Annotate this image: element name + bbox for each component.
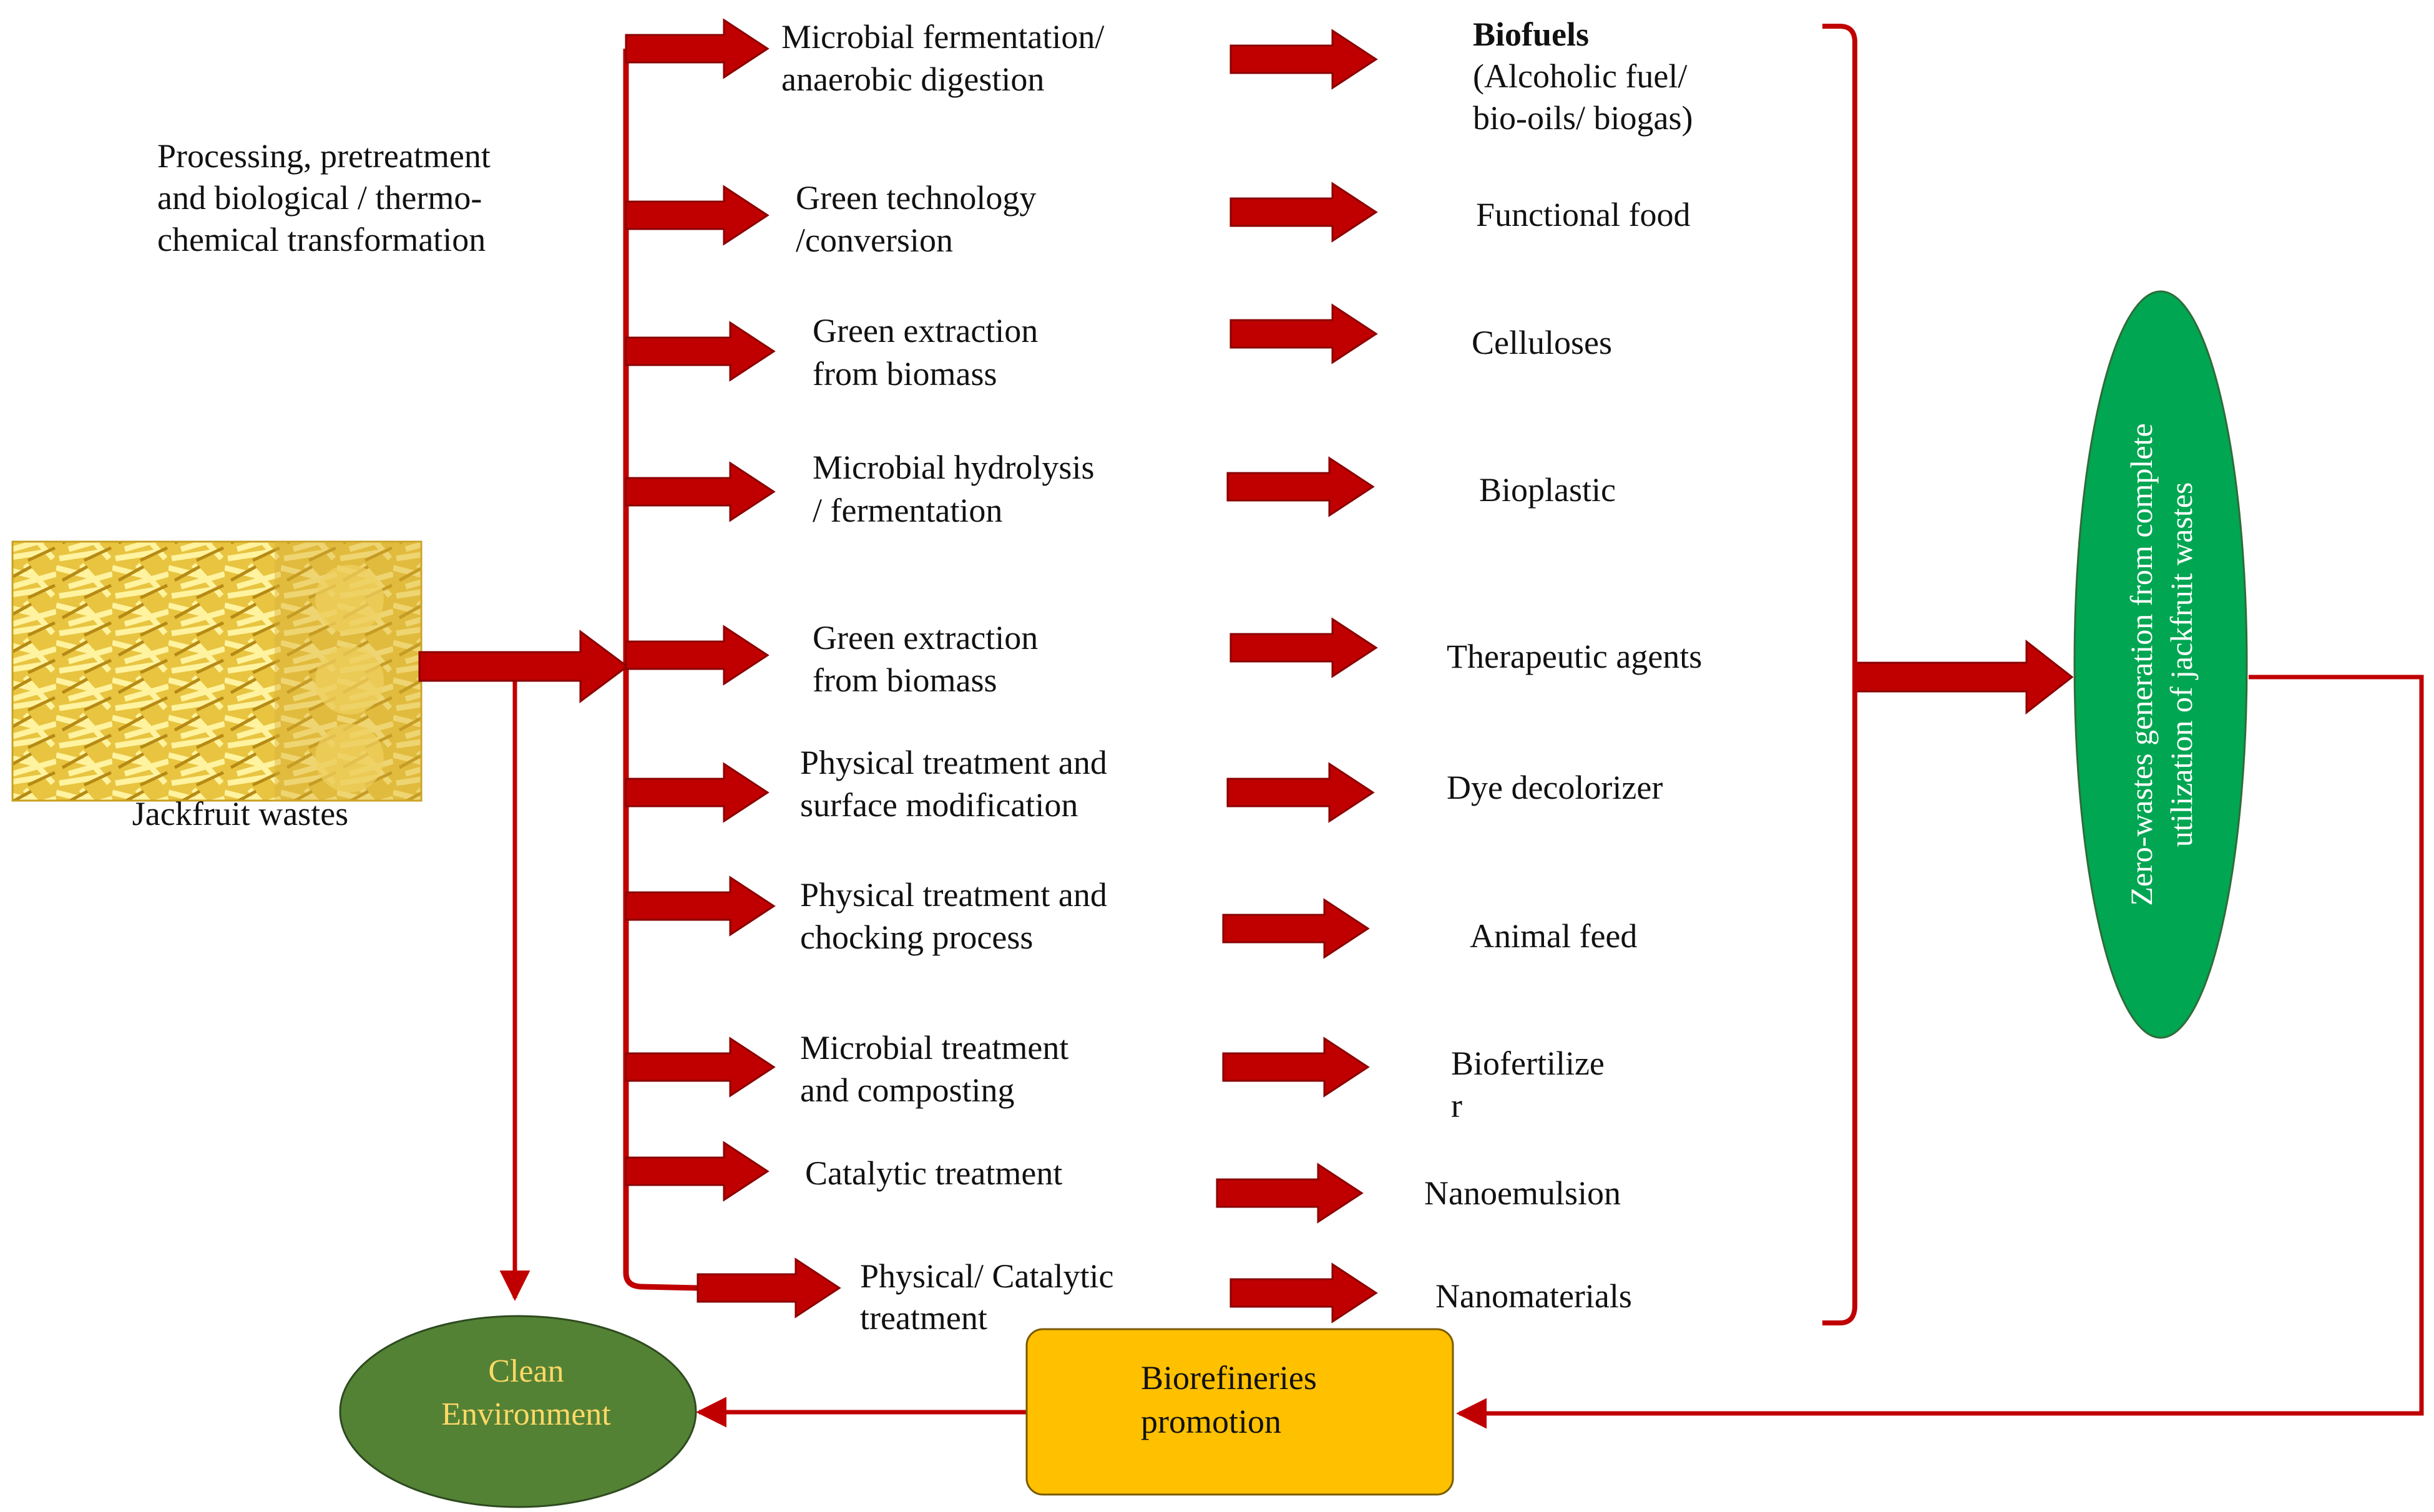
process-label-3-line-1: Green extraction [813, 312, 1038, 349]
process-header-line-1: Processing, pretreatment [157, 137, 491, 175]
process-arrow-9 [625, 1141, 770, 1202]
product-arrow-3 [1229, 303, 1378, 364]
clean-environment-line-2: Environment [441, 1397, 611, 1432]
clean-environment-line-1: Clean [488, 1353, 564, 1389]
process-label-6-line-2: surface modification [800, 786, 1078, 824]
process-header: Processing, pretreatment and biological … [157, 137, 491, 258]
process-arrow-10 [696, 1257, 841, 1319]
product-label-1-line-1: Biofuels [1473, 16, 1589, 53]
products-bracket [1822, 24, 1857, 1325]
biorefineries-line-2: promotion [1141, 1403, 1281, 1440]
product-arrow-9 [1216, 1163, 1364, 1224]
product-label-1-line-3: bio-oils/ biogas) [1473, 99, 1693, 137]
process-label-2-line-2: /conversion [796, 222, 953, 259]
product-label-4-line-1: Bioplastic [1479, 471, 1616, 509]
process-label-10-line-1: Physical/ Catalytic [860, 1257, 1113, 1295]
process-label-6-line-1: Physical treatment and [800, 744, 1107, 781]
zero-waste-ellipse: Zero-wastes generation from complete uti… [2073, 290, 2248, 1039]
process-label-4-line-2: / fermentation [813, 492, 1002, 529]
process-label-7-line-2: chocking process [800, 919, 1033, 956]
products-to-zero-waste-arrow [1854, 639, 2074, 715]
product-label-5-line-1: Therapeutic agents [1447, 638, 1702, 675]
product-label-10-line-1: Nanomaterials [1435, 1277, 1632, 1315]
process-label-5-line-2: from biomass [813, 661, 997, 699]
product-arrow-4 [1226, 456, 1375, 517]
process-arrow-5 [625, 625, 770, 686]
product-arrow-10 [1229, 1262, 1378, 1324]
biorefineries-box: Biorefineries promotion [1025, 1328, 1454, 1496]
process-label-8-line-2: and composting [800, 1071, 1014, 1109]
product-label-1-line-2: (Alcoholic fuel/ [1473, 57, 1687, 95]
clean-environment-oval: Clean Environment [339, 1315, 697, 1508]
product-arrow-2 [1229, 182, 1378, 243]
process-header-line-3: chemical transformation [157, 221, 486, 258]
product-arrow-5 [1229, 617, 1378, 678]
product-arrow-1 [1229, 29, 1378, 90]
process-label-3-line-2: from biomass [813, 355, 997, 393]
process-arrow-4 [625, 461, 776, 522]
process-product-rows: Microbial fermentation/anaerobic digesti… [625, 16, 1702, 1337]
zero-waste-line-1: Zero-wastes generation from complete [2124, 423, 2159, 905]
process-label-8-line-1: Microbial treatment [800, 1029, 1068, 1066]
process-arrow-3 [625, 321, 776, 382]
zero-waste-line-2: utilization of jackfruit wastes [2164, 482, 2199, 847]
product-arrow-7 [1222, 898, 1370, 959]
jackfruit-waste-image [11, 540, 423, 802]
process-label-5-line-1: Green extraction [813, 619, 1038, 656]
process-label-4-line-1: Microbial hydrolysis [813, 449, 1094, 486]
process-arrow-7 [625, 875, 776, 937]
connectors [499, 49, 2424, 1429]
process-label-10-line-2: treatment [860, 1299, 987, 1337]
product-arrow-8 [1222, 1036, 1370, 1098]
biorefineries-line-1: Biorefineries [1141, 1359, 1317, 1397]
process-arrow-8 [625, 1036, 776, 1098]
product-label-2-line-1: Functional food [1476, 196, 1690, 233]
process-arrow-6 [625, 762, 770, 823]
process-label-1-line-2: anaerobic digestion [781, 61, 1044, 98]
process-label-7-line-1: Physical treatment and [800, 876, 1107, 914]
jackfruit-wastes-label: Jackfruit wastes [132, 795, 348, 832]
product-label-6-line-1: Dye decolorizer [1447, 769, 1663, 806]
process-header-line-2: and biological / thermo- [157, 179, 482, 217]
product-label-8-line-1: Biofertilize [1451, 1045, 1605, 1082]
product-label-9-line-1: Nanoemulsion [1424, 1174, 1621, 1212]
product-label-3-line-1: Celluloses [1472, 324, 1612, 361]
process-label-1-line-1: Microbial fermentation/ [781, 18, 1104, 56]
process-label-9-line-1: Catalytic treatment [805, 1154, 1062, 1192]
product-arrow-6 [1226, 762, 1375, 823]
process-arrow-2 [625, 185, 770, 246]
process-label-2-line-1: Green technology [796, 179, 1036, 217]
source-to-process-arrow [418, 630, 629, 703]
process-arrow-1 [625, 18, 770, 79]
product-label-7-line-1: Animal feed [1470, 917, 1637, 955]
product-label-8-line-2: r [1451, 1087, 1462, 1124]
